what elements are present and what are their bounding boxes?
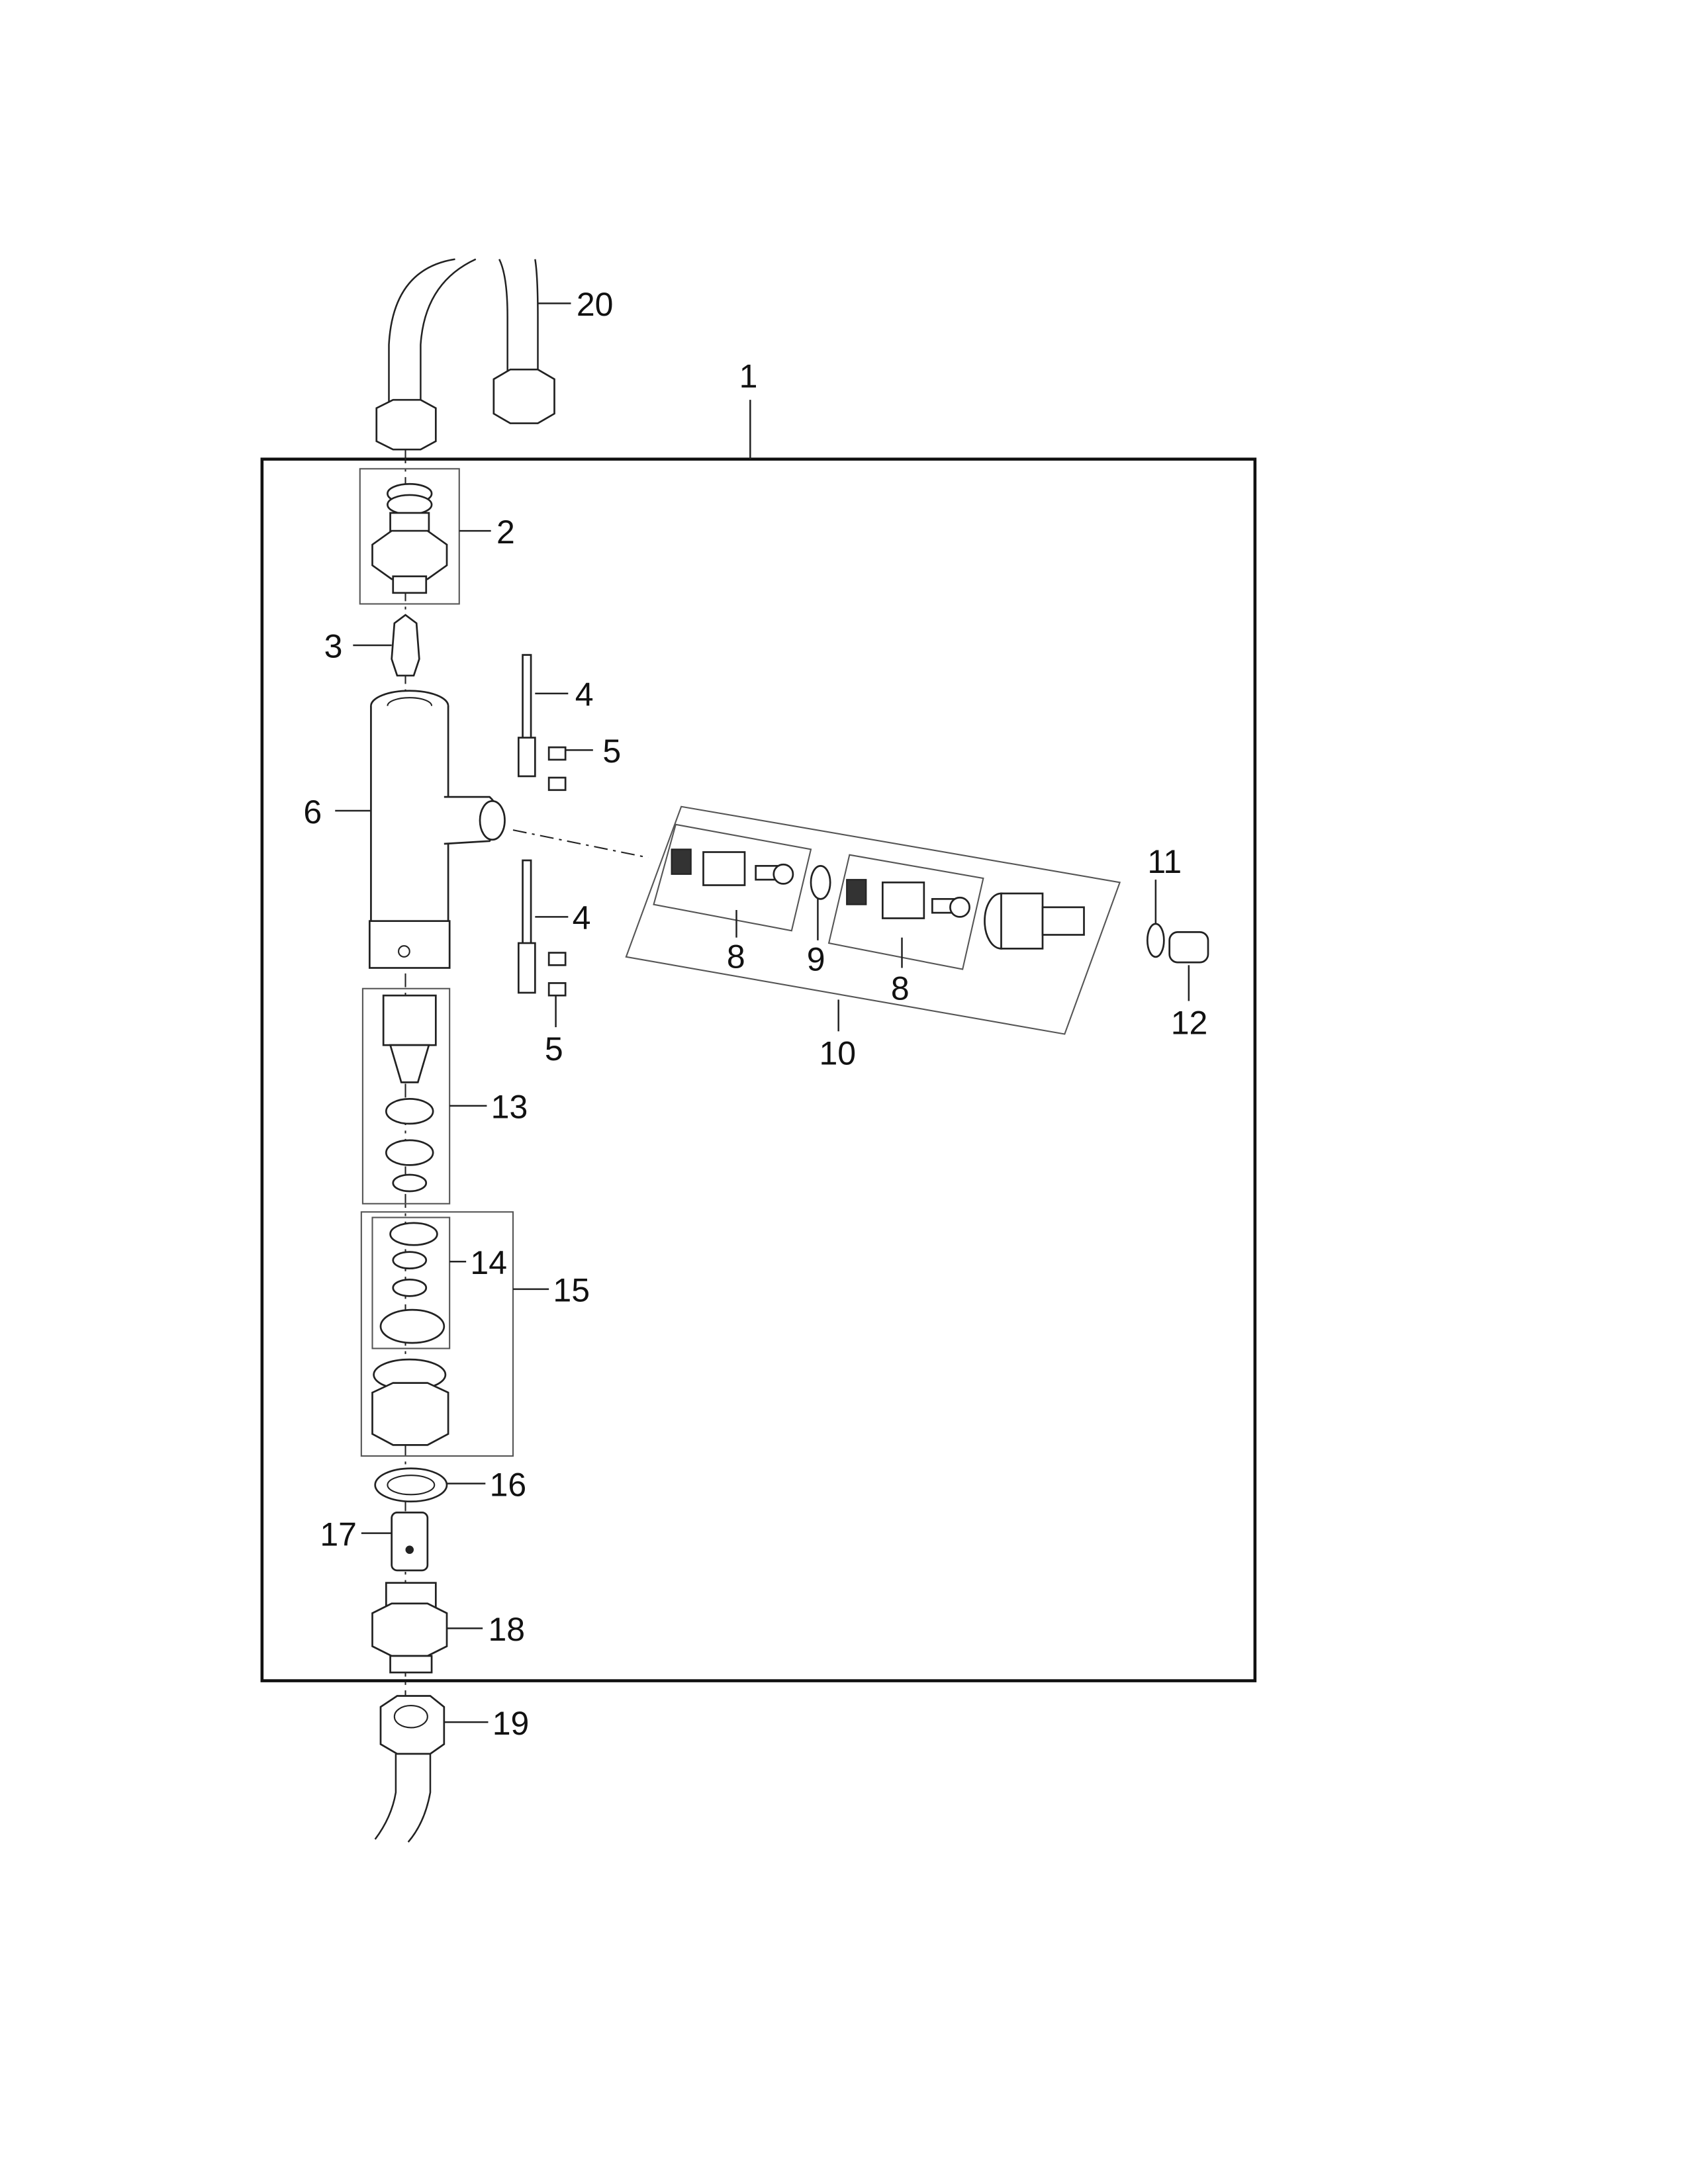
part-8-a	[671, 848, 794, 886]
part-4-upper	[517, 654, 536, 778]
callout-5-upper: 5	[602, 733, 621, 770]
part-4-lower	[517, 859, 536, 994]
part-15-nut	[371, 1358, 449, 1446]
callout-19: 19	[492, 1705, 530, 1742]
callout-4-lower: 4	[573, 899, 591, 936]
part-8-box-a	[653, 823, 812, 932]
part-10-fitting	[984, 892, 1085, 950]
part-19-hose	[374, 1695, 445, 1843]
part-8-b	[846, 879, 970, 919]
callout-15: 15	[553, 1272, 590, 1309]
callout-9: 9	[807, 941, 825, 978]
part-5-upper-screws	[547, 746, 567, 792]
part-5-lower-screws	[547, 952, 567, 997]
callout-17: 17	[320, 1516, 357, 1553]
callout-14: 14	[470, 1244, 507, 1281]
callout-6: 6	[303, 794, 322, 831]
part-12-sleeve	[1168, 931, 1209, 964]
callout-1: 1	[739, 357, 758, 394]
callout-13: 13	[491, 1089, 528, 1126]
hose-part-20	[375, 258, 555, 451]
assembly-frame	[260, 457, 1257, 1682]
callout-8-a: 8	[727, 938, 745, 976]
part-18-adapter	[371, 1582, 448, 1674]
callout-10: 10	[820, 1034, 857, 1071]
part-15-box	[360, 1211, 514, 1457]
callout-4-upper: 4	[575, 676, 594, 713]
callout-12: 12	[1171, 1005, 1208, 1042]
part-3	[391, 614, 420, 677]
part-8-box-b	[827, 854, 984, 970]
part-2-box	[359, 468, 460, 605]
part-13	[382, 994, 437, 1193]
callout-2: 2	[496, 514, 515, 551]
part-9	[810, 864, 831, 900]
callout-16: 16	[490, 1466, 527, 1503]
part-16-washer	[374, 1467, 448, 1503]
callout-11: 11	[1147, 843, 1182, 880]
part-2	[371, 482, 448, 594]
leader-lines	[335, 302, 1190, 1723]
part-17	[391, 1512, 429, 1572]
part-6-tee-body	[368, 690, 506, 969]
part-13-box	[361, 987, 451, 1205]
part-11-clamp	[1146, 923, 1165, 958]
part-14-box	[371, 1216, 451, 1349]
callout-8-b: 8	[891, 970, 910, 1007]
part-10-box	[625, 805, 1121, 1035]
part-14	[379, 1222, 445, 1344]
callout-18: 18	[489, 1611, 526, 1648]
callout-3: 3	[324, 628, 343, 665]
callout-5-lower: 5	[545, 1030, 563, 1068]
callout-20: 20	[577, 286, 614, 323]
